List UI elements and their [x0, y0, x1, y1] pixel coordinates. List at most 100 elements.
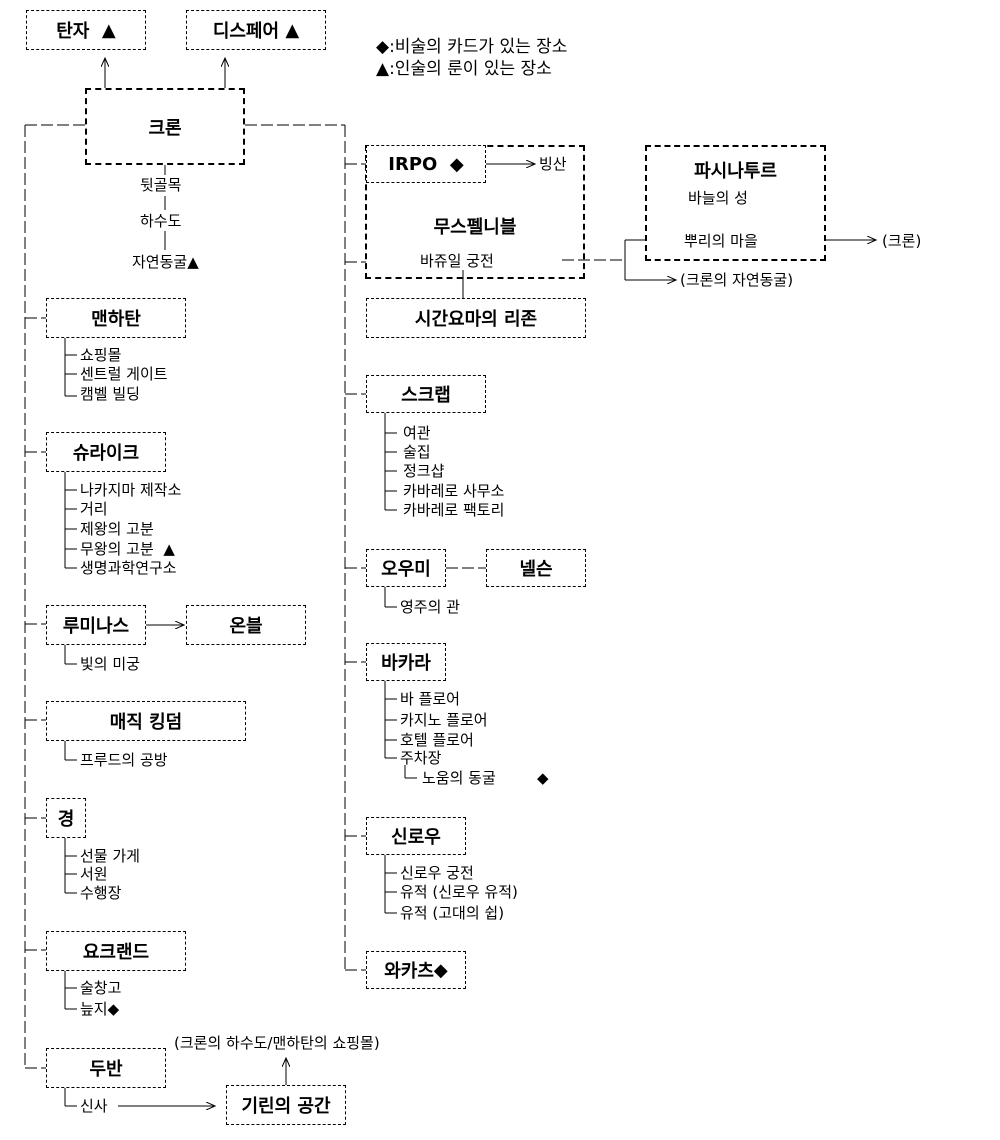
- diamond-icon: ◆: [433, 959, 448, 981]
- list-item: 호텔 플로어: [400, 731, 474, 749]
- back-label: (크론의 자연동굴): [680, 271, 794, 289]
- list-item: 유적 (고대의 쉽): [400, 904, 505, 922]
- list-item: 카지노 플로어: [400, 711, 488, 729]
- manhattan-label: 맨하탄: [91, 309, 141, 330]
- kyung-label: 경: [57, 809, 75, 830]
- onbul-label: 온블: [229, 616, 263, 637]
- location-luminas: 루미나스: [46, 605, 146, 645]
- bacarra-label: 바카라: [381, 653, 431, 674]
- iceberg-label: 빙산: [539, 155, 567, 173]
- location-crone: 크론: [85, 88, 245, 165]
- list-item: 무왕의 고분 ▲: [80, 540, 175, 558]
- magic-kingdom-label: 매직 킹덤: [109, 712, 183, 733]
- list-item: 정크샵: [403, 462, 445, 480]
- triangle-icon: ▲: [187, 253, 199, 271]
- list-item: 카바레로 팩토리: [403, 501, 505, 519]
- list-item: 생명과학연구소: [80, 559, 177, 577]
- location-shinrou: 신로우: [366, 817, 466, 855]
- location-kirin-space: 기린의 공간: [226, 1085, 346, 1125]
- time-demon-lizon-label: 시간요마의 리존: [414, 309, 538, 330]
- list-item-label: 늪지: [80, 1000, 108, 1018]
- list-item: 나카지마 제작소: [80, 481, 182, 499]
- location-pasinatur: 파시나투르: [645, 145, 826, 261]
- location-wakatsu: 와카츠◆: [366, 951, 466, 989]
- location-oumi: 오우미: [366, 549, 446, 587]
- list-item: 프루드의 공방: [80, 751, 168, 769]
- irpo-label: IRPO: [388, 153, 438, 175]
- location-manhattan: 맨하탄: [46, 298, 186, 338]
- list-item: 바늘의 성: [688, 189, 748, 207]
- diamond-icon: ◆: [449, 153, 464, 175]
- crone-sub-sewer: 하수도: [140, 212, 182, 230]
- shuraik-label: 슈라이크: [72, 443, 140, 464]
- location-scrap: 스크랩: [366, 375, 486, 413]
- list-item: 신사: [80, 1097, 108, 1115]
- luminas-label: 루미나스: [62, 616, 130, 637]
- list-item: 거리: [80, 500, 108, 518]
- crone-sub-cave: 자연동굴▲: [132, 253, 199, 271]
- kirin-space-label: 기린의 공간: [241, 1096, 331, 1117]
- location-time-demon-lizon: 시간요마의 리존: [366, 298, 586, 338]
- list-item: 바쥬일 궁전: [420, 252, 494, 270]
- list-item: 신로우 궁전: [400, 864, 474, 882]
- dispair-label: 디스페어: [212, 21, 280, 42]
- location-yokoland: 요크랜드: [46, 931, 186, 971]
- list-item: 쇼핑몰: [80, 346, 122, 364]
- location-nelson: 넬슨: [486, 549, 586, 587]
- location-shuraik: 슈라이크: [46, 432, 166, 472]
- kirin-space-note: (크론의 하수도/맨하탄의 쇼핑몰): [174, 1034, 380, 1052]
- location-irpo-overlay: IRPO ◆: [366, 145, 486, 183]
- location-onbul: 온블: [186, 605, 306, 645]
- legend-card-text: :비술의 카드가 있는 장소: [389, 37, 568, 57]
- tanza-label: 탄자: [56, 21, 90, 42]
- list-item: 여관: [403, 424, 431, 442]
- list-item: 바 플로어: [400, 690, 460, 708]
- yokoland-label: 요크랜드: [82, 942, 150, 963]
- crone-label: 크론: [148, 117, 182, 139]
- nelson-label: 넬슨: [519, 559, 553, 580]
- musphelnible-label: 무스펠니블: [433, 217, 517, 238]
- triangle-icon: ▲: [163, 540, 175, 558]
- shinrou-label: 신로우: [391, 827, 441, 848]
- list-item: 노움의 동굴: [422, 769, 496, 787]
- triangle-icon: ▲: [376, 59, 390, 79]
- list-item: 술집: [403, 443, 431, 461]
- list-item-label: 무왕의 고분: [80, 540, 154, 558]
- list-item: 캠벨 빌딩: [80, 385, 140, 403]
- pasinatur-label: 파시나투르: [694, 161, 777, 182]
- legend-card: ◆:비술의 카드가 있는 장소: [376, 38, 567, 56]
- list-item: 뿌리의 마을: [684, 232, 758, 250]
- diamond-icon: ◆: [107, 1000, 120, 1018]
- list-item: 제왕의 고분: [80, 520, 154, 538]
- legend-rune: ▲:인술의 룬이 있는 장소: [376, 60, 552, 78]
- triangle-icon: ▲: [285, 19, 300, 41]
- legend-rune-text: :인술의 룬이 있는 장소: [389, 59, 552, 79]
- diamond-icon: ◆: [537, 769, 549, 787]
- location-tanza: 탄자 ▲: [26, 10, 146, 50]
- wakatsu-label: 와카츠: [384, 961, 434, 982]
- crone-sub-cave-label: 자연동굴: [132, 253, 188, 271]
- location-duban: 두반: [46, 1048, 166, 1088]
- crone-sub-backalley: 뒷골목: [140, 176, 182, 194]
- location-dispair: 디스페어 ▲: [186, 10, 326, 50]
- list-item: 카바레로 사무소: [403, 482, 505, 500]
- list-item: 술창고: [80, 979, 122, 997]
- list-item: 유적 (신로우 유적): [400, 883, 518, 901]
- duban-label: 두반: [89, 1059, 123, 1080]
- list-item: 수행장: [80, 884, 122, 902]
- list-item: 늪지◆: [80, 1000, 119, 1018]
- list-item: 선물 가게: [80, 847, 140, 865]
- triangle-icon: ▲: [101, 19, 116, 41]
- location-bacarra: 바카라: [366, 643, 446, 681]
- diamond-icon: ◆: [376, 37, 390, 57]
- scrap-label: 스크랩: [401, 385, 451, 406]
- list-item: 서원: [80, 865, 108, 883]
- location-kyung: 경: [46, 798, 86, 838]
- list-item: 주차장: [400, 749, 442, 767]
- oumi-label: 오우미: [381, 559, 431, 580]
- list-item: 영주의 관: [400, 598, 460, 616]
- location-magic-kingdom: 매직 킹덤: [46, 701, 246, 741]
- exit-label: (크론): [882, 232, 922, 250]
- list-item: 빛의 미궁: [80, 655, 140, 673]
